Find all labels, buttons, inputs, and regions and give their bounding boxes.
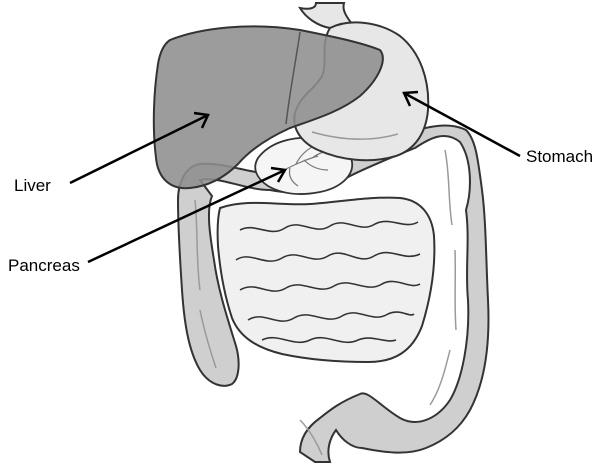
- pancreas-label: Pancreas: [8, 256, 80, 275]
- small-intestine: [218, 198, 435, 362]
- liver-label: Liver: [14, 176, 51, 195]
- stomach-label: Stomach: [526, 147, 593, 166]
